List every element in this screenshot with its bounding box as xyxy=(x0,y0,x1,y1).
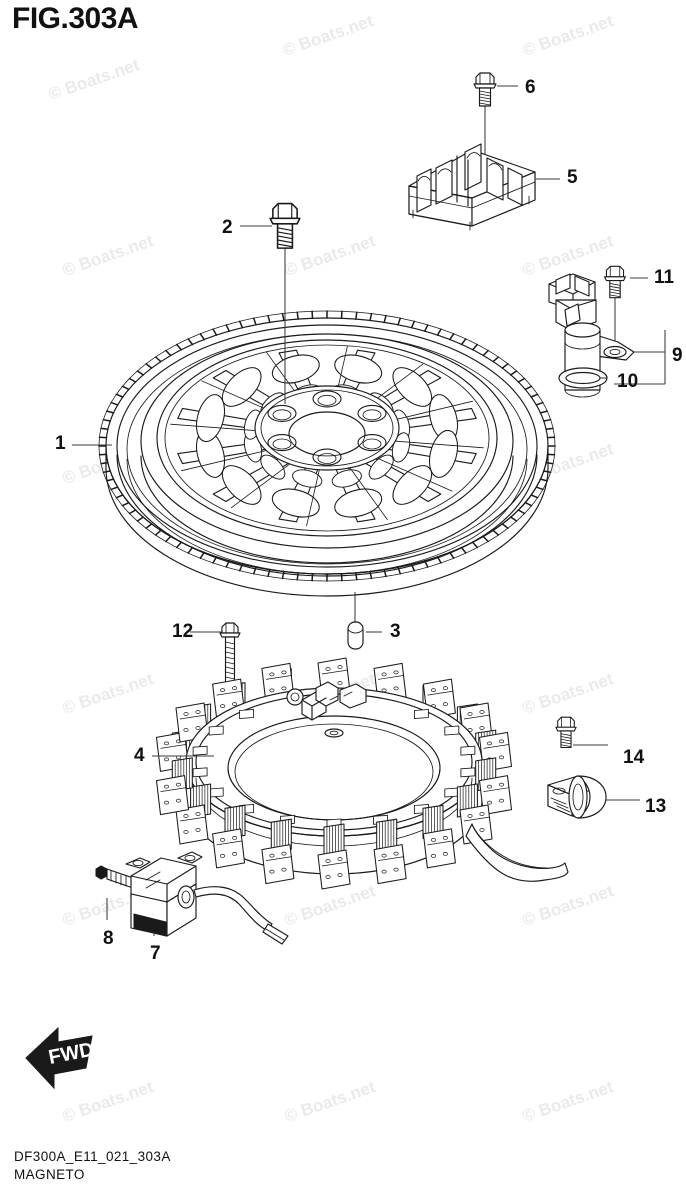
callout-number-5: 5 xyxy=(567,167,578,188)
callout-number-6: 6 xyxy=(525,77,536,98)
part-cable-clamp xyxy=(547,716,608,819)
pulser-screw xyxy=(95,865,134,889)
callout-number-12: 12 xyxy=(172,621,194,642)
callout-number-4: 4 xyxy=(134,745,145,766)
callout-number-1: 1 xyxy=(55,433,66,454)
figure-code: DF300A_E11_021_303A xyxy=(14,1149,171,1164)
callout-number-7: 7 xyxy=(150,943,161,964)
part-flywheel-bolt xyxy=(269,202,301,404)
part-stator-assembly xyxy=(155,657,569,890)
part-cable-holder xyxy=(408,72,536,231)
figure-name: MAGNETO xyxy=(14,1167,85,1182)
part-flywheel xyxy=(98,310,556,597)
callout-number-9: 9 xyxy=(672,345,683,366)
figure-footer: DF300A_E11_021_303A MAGNETO xyxy=(14,1148,414,1184)
fwd-arrow-marker: FWD xyxy=(25,1026,96,1090)
callout-leaders xyxy=(72,85,648,801)
callout-number-8: 8 xyxy=(103,928,114,949)
part-crank-sensor xyxy=(548,265,666,398)
callout-number-10: 10 xyxy=(617,371,639,392)
stator-terminal-block xyxy=(286,681,367,738)
part-pulser-coil xyxy=(95,851,289,945)
callout-number-3: 3 xyxy=(390,621,401,642)
callout-number-14: 14 xyxy=(623,747,645,768)
callout-number-2: 2 xyxy=(222,217,233,238)
figure-title: FIG.303A xyxy=(12,2,139,35)
callout-number-11: 11 xyxy=(654,267,675,288)
part-dowel-pin xyxy=(347,592,364,650)
callout-number-13: 13 xyxy=(645,796,667,817)
